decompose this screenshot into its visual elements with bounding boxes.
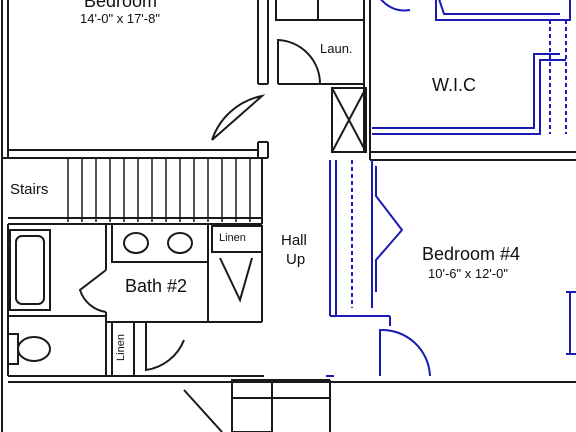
wic-shelf-lower: [372, 59, 566, 135]
linen-closet-bottom: [111, 321, 135, 377]
laundry-appliance: [275, 0, 365, 21]
closet-x2: [331, 87, 367, 153]
lower-door-left: [183, 389, 223, 432]
linen-top-label: Linen: [219, 232, 246, 244]
wic-door-swing: [380, 0, 411, 12]
laundry-label: Laun.: [320, 41, 353, 56]
closet-box: [331, 87, 367, 153]
vanity: [111, 223, 209, 263]
bedroom4-dims: 10'-6" x 12'-0": [428, 266, 508, 281]
bathtub: [9, 229, 51, 311]
sink-left: [123, 232, 149, 254]
linen-door-bifold: [219, 257, 253, 303]
laundry-door-swing: [277, 38, 322, 85]
wic-shelf-lower-b: [372, 53, 560, 129]
toilet-tank: [7, 333, 19, 365]
bath-door-swing: [78, 269, 107, 313]
bedroom4-door-swing: [379, 328, 431, 377]
lower-closet: [231, 379, 273, 432]
hall-up-label: Up: [286, 251, 306, 268]
linen-closet-top: [211, 225, 263, 253]
linen-bottom-label: Linen: [114, 334, 127, 361]
wall-left-outer: [1, 0, 9, 159]
wic-label: W.I.C: [432, 75, 476, 95]
sink-right: [167, 232, 193, 254]
bedroom4-name: Bedroom #4: [422, 244, 521, 264]
wic-shelf-top: [435, 0, 571, 21]
stairs-label: Stairs: [10, 181, 49, 198]
hall-door-swing: [211, 94, 266, 141]
bedroom4-bifold: [375, 166, 404, 292]
bedroom-top-dims: 14'-0" x 17'-8": [80, 11, 160, 26]
bathtub-inner: [15, 235, 45, 305]
hall-label: Hall: [281, 232, 307, 249]
bedroom-top-name: Bedroom: [84, 0, 158, 11]
lower-door-swing: [145, 322, 185, 372]
bath2-label: Bath #2: [125, 276, 188, 296]
toilet-bowl: [17, 336, 51, 362]
wic-shelf-inner: [438, 0, 560, 15]
